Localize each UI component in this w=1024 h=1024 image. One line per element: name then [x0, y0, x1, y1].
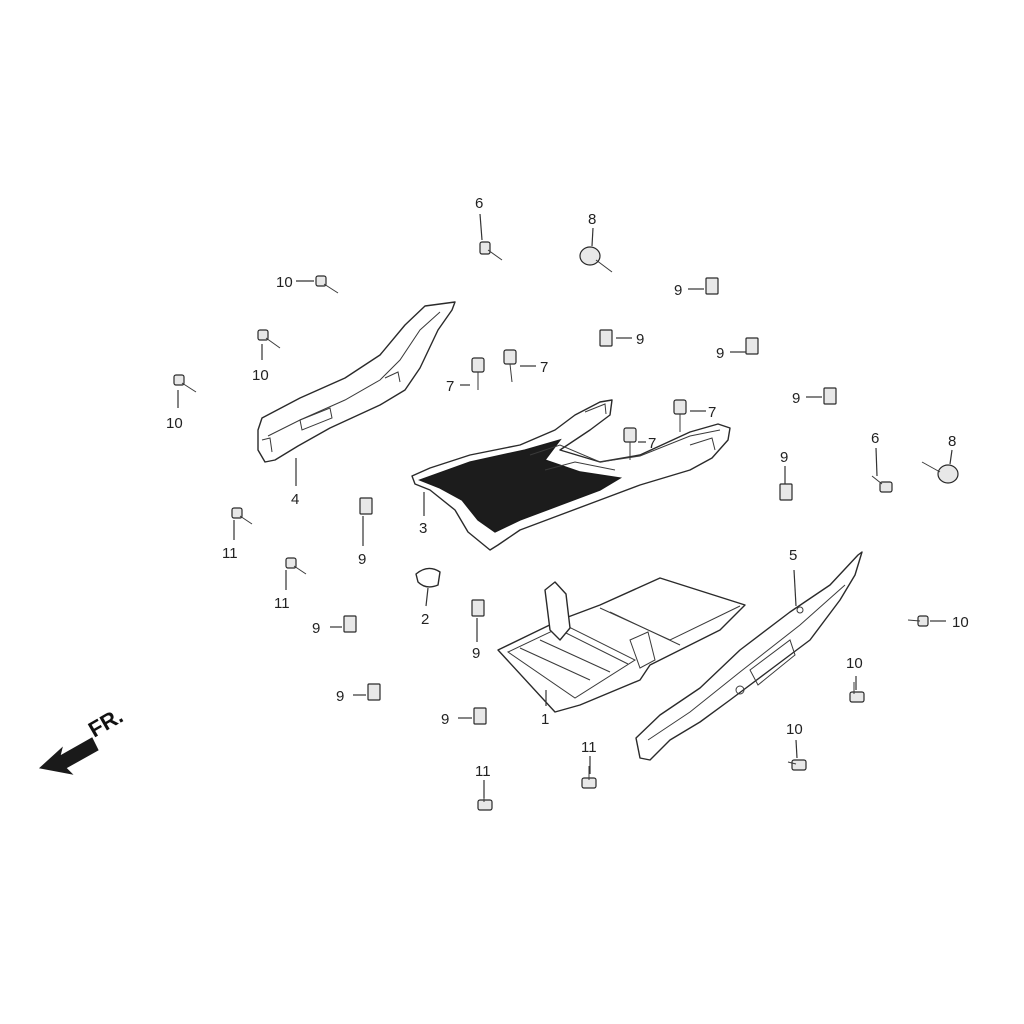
bolt-7-b-icon[interactable]	[503, 349, 517, 383]
callout-7-d: 7	[648, 435, 656, 452]
callout-6-top: 6	[475, 195, 483, 212]
callout-9-j: 9	[441, 711, 449, 728]
clip-9-b-icon[interactable]	[599, 329, 613, 347]
clip-9-h-icon[interactable]	[343, 615, 357, 633]
callout-1: 1	[541, 711, 549, 728]
callout-9-b: 9	[636, 331, 644, 348]
bolt-11-c-icon[interactable]	[581, 766, 597, 789]
bolt-6-right-icon[interactable]	[871, 475, 893, 493]
callout-9-h: 9	[312, 620, 320, 637]
callout-6-right: 6	[871, 430, 879, 447]
callout-2: 2	[421, 611, 429, 628]
callout-7-c: 7	[708, 404, 716, 421]
callout-8-right: 8	[948, 433, 956, 450]
bolt-11-d-icon[interactable]	[477, 788, 493, 811]
clip-9-f-icon[interactable]	[359, 497, 373, 515]
clip-9-j-icon[interactable]	[473, 707, 487, 725]
callout-9-d: 9	[792, 390, 800, 407]
callout-9-f: 9	[358, 551, 366, 568]
clip-9-g-icon[interactable]	[471, 599, 485, 617]
callout-11-b: 11	[274, 595, 290, 612]
bolt-7-a-icon[interactable]	[471, 357, 485, 390]
clip-9-d-icon[interactable]	[823, 387, 837, 405]
bolt-11-b-icon[interactable]	[285, 557, 307, 575]
callout-9-c: 9	[716, 345, 724, 362]
callout-9-a: 9	[674, 282, 682, 299]
front-direction-label: FR.	[84, 703, 127, 742]
callout-10-d: 10	[952, 614, 969, 631]
clip-9-c-icon[interactable]	[745, 337, 759, 355]
clip-9-a-icon[interactable]	[705, 277, 719, 295]
bolt-7-c-icon[interactable]	[673, 399, 687, 432]
bolt-10-b-icon[interactable]	[257, 329, 281, 349]
bolt-6-top-icon[interactable]	[479, 241, 503, 261]
callout-11-a: 11	[222, 545, 238, 562]
screw-8-right-icon[interactable]	[921, 461, 959, 484]
bolt-10-c-icon[interactable]	[173, 374, 197, 393]
callout-10-b: 10	[252, 367, 269, 384]
callout-9-e: 9	[780, 449, 788, 466]
bolt-10-d-icon[interactable]	[907, 615, 929, 627]
bolt-11-a-icon[interactable]	[231, 507, 253, 525]
callout-labels: 6 8 10 10 10 9 9 9 9 7 7 7 7 6 8 9 4 3 9…	[166, 195, 969, 780]
bolt-10-e-icon[interactable]	[849, 682, 865, 703]
part-2-cap[interactable]	[415, 567, 441, 588]
callout-5: 5	[789, 547, 797, 564]
callout-3: 3	[419, 520, 427, 537]
callout-7-b: 7	[540, 359, 548, 376]
part-4-left-side-cover[interactable]	[257, 301, 456, 463]
part-3-floor-panel[interactable]	[411, 399, 731, 551]
part-1-under-tray[interactable]	[497, 577, 746, 713]
bolt-10-a-icon[interactable]	[315, 275, 339, 294]
callout-9-i: 9	[336, 688, 344, 705]
bolt-7-d-icon[interactable]	[623, 427, 637, 460]
screw-8-top-icon[interactable]	[579, 246, 613, 273]
callout-10-f: 10	[786, 721, 803, 738]
callout-10-c: 10	[166, 415, 183, 432]
clip-9-e-icon[interactable]	[779, 483, 793, 501]
front-direction-arrow-icon: FR.	[38, 703, 127, 775]
clip-9-i-icon[interactable]	[367, 683, 381, 701]
callout-10-e: 10	[846, 655, 863, 672]
callout-7-a: 7	[446, 378, 454, 395]
callout-11-c: 11	[581, 739, 597, 756]
bolt-10-f-icon[interactable]	[787, 759, 807, 771]
callout-8-top: 8	[588, 211, 596, 228]
callout-10-a: 10	[276, 274, 293, 291]
leader-lines	[177, 213, 953, 798]
callout-11-d: 11	[475, 763, 491, 780]
part-5-right-side-cover[interactable]	[635, 551, 863, 761]
callout-9-g: 9	[472, 645, 480, 662]
callout-4: 4	[291, 491, 299, 508]
